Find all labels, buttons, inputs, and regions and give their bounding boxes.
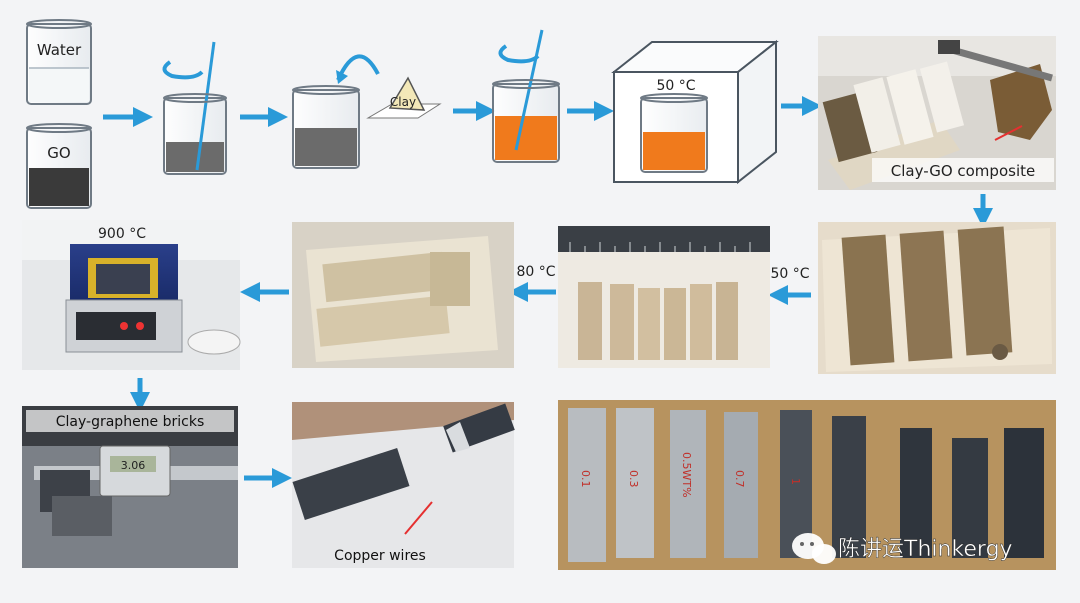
photo-demolded-bars [558,226,770,368]
sample-bar-3 [670,410,706,558]
go-label: GO [47,144,70,162]
furnace-temp-label: 900 °C [98,226,146,242]
photo-dried-mold [818,222,1056,374]
photo-copper-wires: Copper wires [292,402,515,568]
stir-beaker-1 [162,41,227,175]
clay-addition-beaker: Clay [292,54,442,169]
sample-mark-1: 0.1 [579,470,592,488]
clay-label: Clay [390,95,416,109]
stir-rotation-icon [162,60,204,80]
sample-bar-8 [952,438,988,558]
go-beaker: GO [26,123,92,209]
clay-graphene-bricks-label: Clay-graphene bricks [56,414,205,430]
sample-bar-2 [616,408,654,558]
drying-temp-80-label: 80 °C [516,264,555,280]
photo-sample-series: 0.1 0.3 0.5WT% 0.7 1 陈讲运Thinkergy [558,400,1056,570]
sample-bar-1 [568,408,606,562]
drying-temp-50-label: 50 °C [770,266,809,282]
pour-arrow-icon [336,70,348,84]
sample-mark-3: 0.5WT% [680,452,693,498]
stir-beaker-orange [492,29,560,163]
sample-mark-5: 1 [789,478,802,485]
water-beaker: Water [26,19,92,105]
sample-mark-4: 0.7 [733,470,746,488]
caliper-display: 3.06 [121,459,146,472]
stir-rotation-icon-2 [498,44,540,64]
photo-furnace: 900 °C [22,220,241,370]
water-label: Water [37,41,82,59]
clay-go-composite-label: Clay-GO composite [891,162,1035,180]
watermark-text: 陈讲运Thinkergy [838,537,1013,562]
photo-clay-go-composite: Clay-GO composite [818,36,1056,190]
oven-temp-label: 50 °C [656,78,695,94]
copper-wires-label: Copper wires [334,548,426,564]
sample-mark-2: 0.3 [627,470,640,488]
sample-bar-6 [832,416,866,558]
sample-bar-4 [724,412,758,558]
sample-bar-7 [900,428,932,558]
sample-bar-9 [1004,428,1044,558]
drying-oven: 50 °C [611,39,779,185]
photo-dried-bars [292,222,514,368]
watermark: 陈讲运Thinkergy [792,533,1013,564]
photo-caliper-bricks: 3.06 Clay-graphene bricks [22,406,238,568]
